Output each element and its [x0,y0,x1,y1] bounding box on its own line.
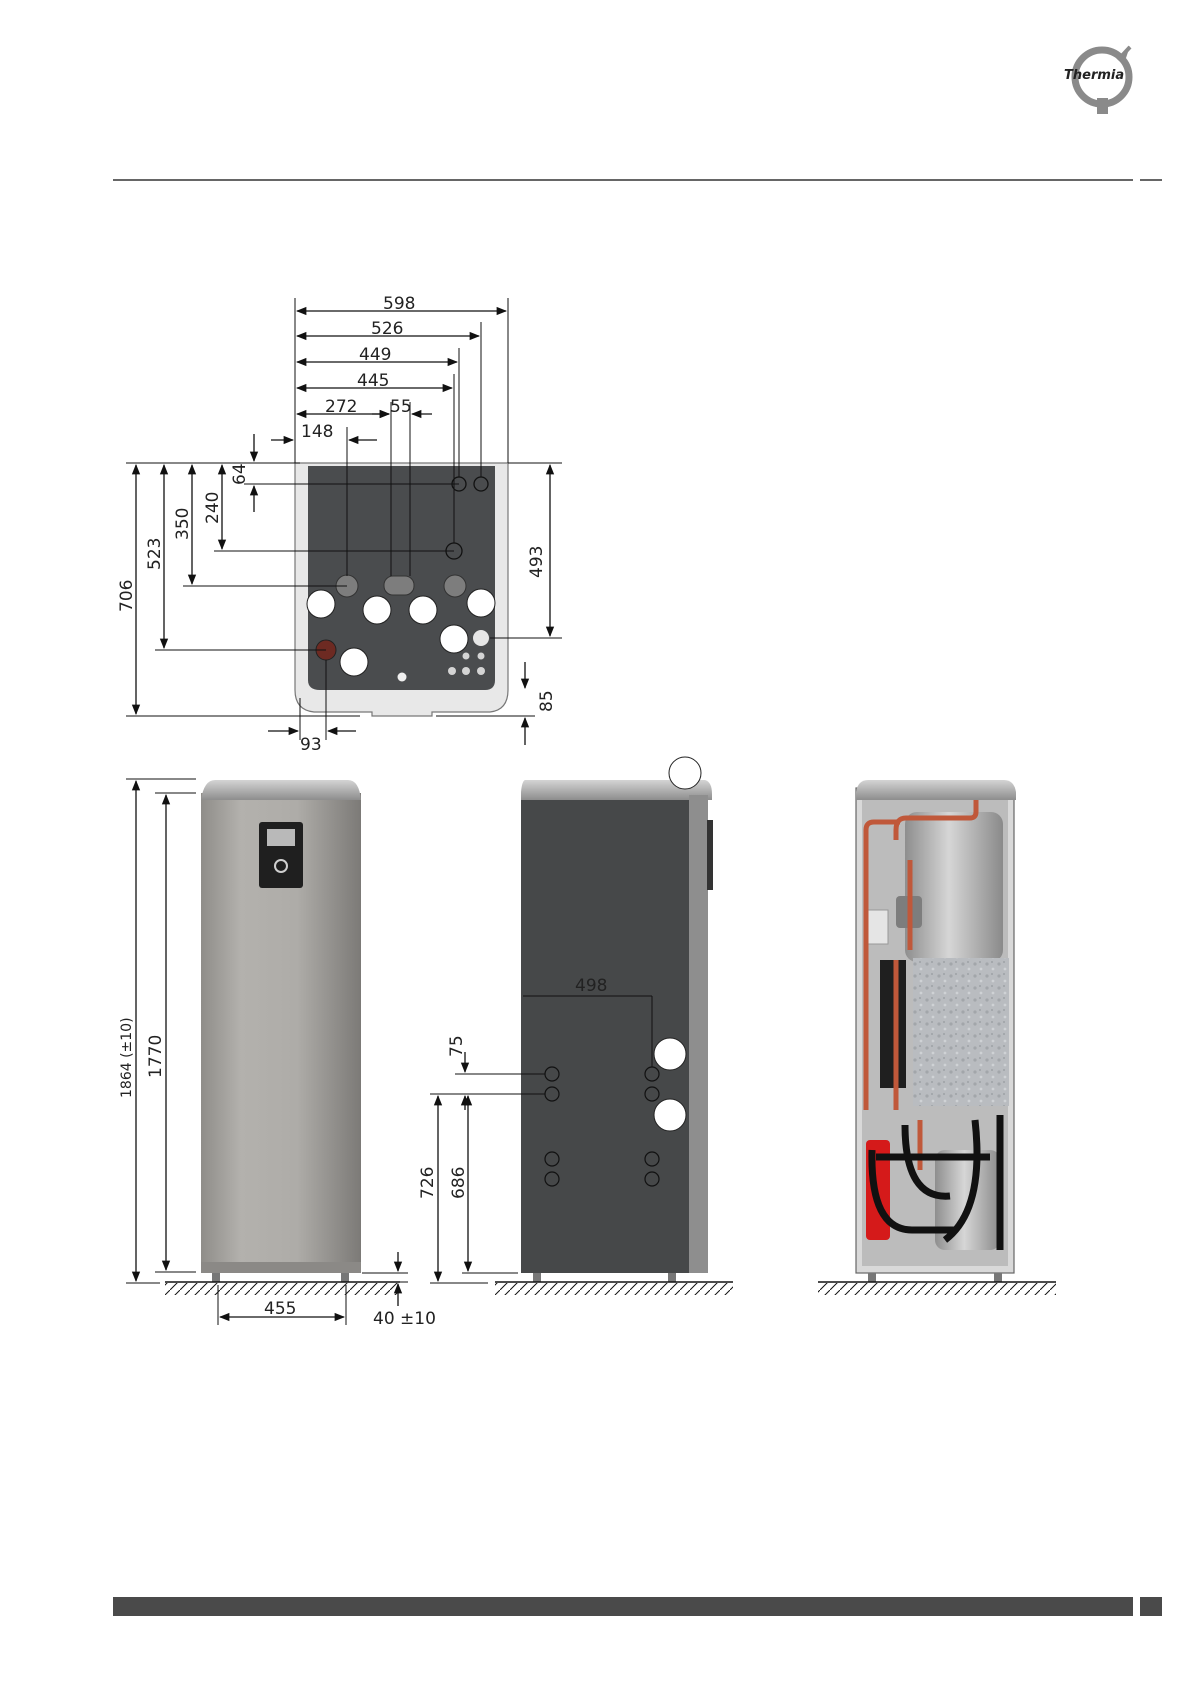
dim-686: 686 [449,1167,469,1199]
side-view-drawing: 498 75 726 686 [418,757,733,1295]
side-dim-lines [438,1052,468,1281]
port-350-right [444,575,466,597]
side-foot-right [668,1273,676,1282]
dim-93: 93 [300,735,322,755]
dim-493: 493 [527,546,547,578]
side-foot-left [533,1273,541,1282]
dim-64: 64 [230,463,250,485]
tank-insulation [913,958,1009,1106]
front-foot-left [212,1273,220,1282]
thermia-logo: Thermia [1064,46,1130,114]
dim-726: 726 [418,1167,438,1199]
controller-box [866,910,888,944]
side-floor-hatch [495,1283,733,1295]
dim-1864: 1864 (±10) [119,1017,135,1098]
cutaway-foot-left [868,1273,876,1282]
footer-page-tab [1140,1597,1162,1616]
footer-bar [113,1597,1133,1616]
dim-85: 85 [537,690,557,712]
side-front-handle [707,820,713,890]
side-front-panel [689,795,708,1273]
top-view-drawing: 598 526 449 445 272 55 148 93 706 523 35… [117,294,562,755]
dim-455: 455 [264,1299,296,1319]
front-cabinet-top [201,780,361,800]
dim-148: 148 [301,422,333,442]
dim-1770: 1770 [146,1035,166,1078]
dim-523: 523 [145,538,165,570]
dim-449: 449 [359,345,391,365]
dim-40: 40 ±10 [373,1309,436,1329]
dim-706: 706 [117,580,137,612]
dim-240: 240 [203,492,223,524]
cutaway-top-cap [856,780,1016,800]
dim-75: 75 [447,1035,467,1057]
front-cabinet-base [201,1262,361,1273]
dim-598: 598 [383,294,415,314]
port-493 [473,630,489,646]
dim-272: 272 [325,397,357,417]
electric-heater [880,960,906,1088]
dim-445: 445 [357,371,389,391]
side-cabinet-body [521,793,691,1273]
front-foot-right [341,1273,349,1282]
dim-55: 55 [390,397,412,417]
dim-526: 526 [371,319,403,339]
control-display [267,829,295,846]
water-tank [905,812,1003,962]
front-floor-hatch [165,1283,400,1295]
logo-text: Thermia [1064,68,1124,83]
dim-498: 498 [575,976,607,996]
front-view-drawing: 1864 (±10) 1770 455 40 ±10 [119,779,436,1329]
dim-350: 350 [173,508,193,540]
cutaway-view-drawing [818,780,1056,1295]
cutaway-floor-hatch [818,1283,1056,1295]
cutaway-foot-right [994,1273,1002,1282]
port-350-mid [384,576,414,595]
